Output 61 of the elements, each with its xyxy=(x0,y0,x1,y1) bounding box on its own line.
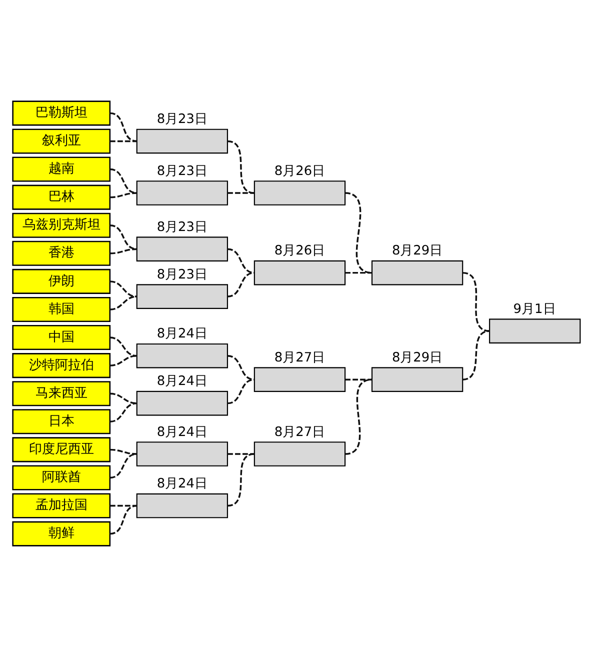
node-label: 8月23日 xyxy=(156,112,208,127)
connector xyxy=(110,453,137,479)
node-label: 8月27日 xyxy=(274,350,326,366)
node-box: 马来西亚 xyxy=(12,381,111,406)
connector xyxy=(110,504,137,507)
connector xyxy=(227,140,255,194)
node-box: 香港 xyxy=(12,240,111,266)
connector xyxy=(110,402,137,422)
connector xyxy=(227,453,254,455)
connector xyxy=(110,296,137,310)
node-box: 巴勒斯坦 xyxy=(12,100,111,126)
connector xyxy=(462,272,490,332)
connector xyxy=(345,378,372,380)
connector xyxy=(227,272,255,298)
node-label: 8月29日 xyxy=(392,350,443,366)
node-box: 乌兹别克斯坦 xyxy=(12,212,111,238)
connector xyxy=(110,336,137,357)
connector xyxy=(227,248,255,274)
connector xyxy=(344,192,372,274)
connector xyxy=(227,192,254,194)
connector xyxy=(110,224,137,250)
node-label: 8月24日 xyxy=(156,424,208,440)
node-box: 沙特阿拉伯 xyxy=(12,353,111,378)
connector xyxy=(227,453,255,507)
node-label: 8月23日 xyxy=(156,220,208,235)
node-label: 8月26日 xyxy=(274,244,326,259)
connector xyxy=(110,280,137,298)
node-box: 印度尼西亚 xyxy=(12,437,111,462)
node-label: 8月27日 xyxy=(274,424,326,440)
node-label: 8月24日 xyxy=(156,476,208,492)
node-box: 阿联酋 xyxy=(12,465,111,490)
connector xyxy=(110,140,137,142)
connector xyxy=(227,378,255,404)
connector xyxy=(110,168,137,194)
connector xyxy=(110,112,137,142)
node-label: 8月24日 xyxy=(156,326,208,342)
node-box: 朝鲜 xyxy=(12,521,111,546)
node-box: 中国 xyxy=(12,325,111,350)
node-box: 日本 xyxy=(12,409,111,434)
node-label: 8月23日 xyxy=(156,164,208,179)
node-label: 9月1日 xyxy=(513,302,556,317)
node-box: 巴林 xyxy=(12,184,111,210)
connector xyxy=(110,504,137,535)
connector xyxy=(227,355,255,380)
connector xyxy=(345,272,372,274)
node-box: 伊朗 xyxy=(12,268,111,294)
node-label: 8月29日 xyxy=(392,244,443,259)
node-box: 越南 xyxy=(12,156,111,182)
connector xyxy=(110,355,137,366)
connector xyxy=(344,378,372,455)
connector xyxy=(110,448,137,455)
node-label: 8月23日 xyxy=(156,267,208,282)
connector xyxy=(462,330,490,380)
node-box: 叙利亚 xyxy=(12,128,111,154)
connector xyxy=(110,192,137,198)
connector xyxy=(110,248,137,254)
node-box: 韩国 xyxy=(12,296,111,322)
node-box: 孟加拉国 xyxy=(12,493,111,518)
node-label: 8月26日 xyxy=(274,164,326,179)
connector xyxy=(110,392,137,404)
node-label: 8月24日 xyxy=(156,374,208,390)
